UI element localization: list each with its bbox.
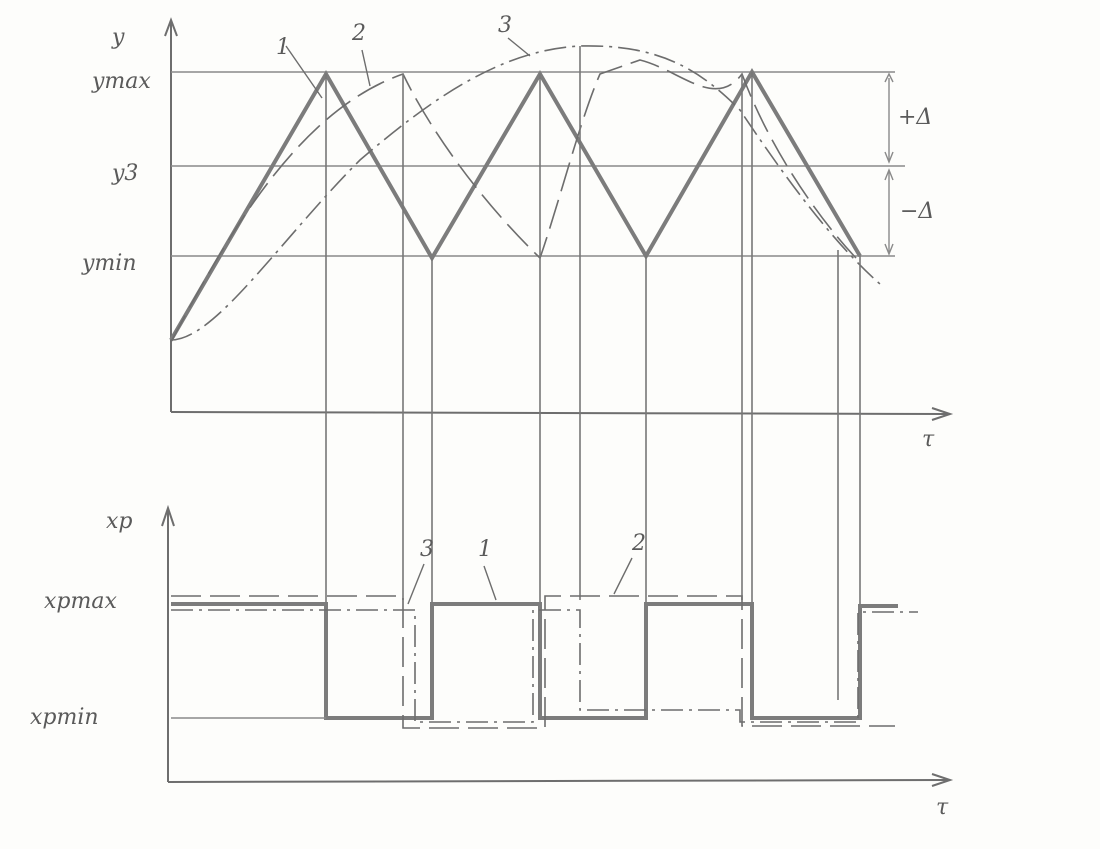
upper-x-axis-label: τ — [922, 427, 935, 452]
upper-x-axis — [170, 411, 949, 415]
curve-3-number-lower: 3 — [420, 537, 434, 562]
lower-y-axis-label: xp — [106, 509, 133, 534]
curve-1-number-lower: 1 — [478, 537, 492, 562]
lower-x-axis-arrow — [931, 773, 954, 787]
curve-1-number-upper: 1 — [276, 35, 290, 60]
plus-delta-arrow-bottom — [884, 151, 894, 164]
curve-3-relay-output — [171, 609, 918, 723]
curve-3-leader-lower — [407, 563, 425, 605]
upper-y-axis-label: y — [111, 25, 125, 50]
lower-y-axis-arrow — [161, 504, 175, 527]
curve-1-leader-lower — [483, 565, 497, 601]
ymax-label: ymax — [91, 69, 151, 94]
curve-1-relay-output — [171, 602, 898, 720]
curve-3-number-upper: 3 — [498, 13, 512, 38]
lower-graph: 3 1 2 xp xpmax xpmin τ — [30, 504, 954, 820]
curve-2-leader-upper — [361, 49, 371, 87]
plus-delta-arrow-top — [884, 72, 894, 83]
xpmin-label: xpmin — [30, 705, 99, 730]
lower-x-axis-label: τ — [936, 795, 949, 820]
curve-2-number-lower: 2 — [631, 531, 646, 556]
curve-3-dashdot — [170, 45, 881, 341]
curve-2-relay-output — [171, 595, 895, 729]
curve-2-number-upper: 2 — [351, 21, 366, 46]
curve-2-dashed — [170, 59, 857, 343]
ymin-label: ymin — [81, 251, 137, 276]
minus-delta-arrow-bottom — [884, 243, 894, 256]
y3-label: y3 — [111, 161, 138, 186]
upper-graph: 1 2 3 y ymax y3 ymin +Δ −Δ τ — [81, 13, 954, 452]
plus-delta-label: +Δ — [898, 105, 932, 130]
curve-3-leader-upper — [507, 37, 531, 57]
upper-x-axis-arrow — [931, 407, 954, 421]
upper-y-axis-arrow — [164, 17, 178, 37]
switching-drop-lines — [325, 46, 861, 700]
xpmax-label: xpmax — [44, 589, 117, 614]
minus-delta-label: −Δ — [900, 199, 934, 224]
lower-x-axis — [167, 779, 949, 783]
curve-1-leader-upper — [285, 45, 323, 99]
minus-delta-arrow-top — [884, 168, 894, 181]
curve-1-sawtooth — [169, 68, 862, 342]
curve-2-leader-lower — [613, 557, 633, 595]
